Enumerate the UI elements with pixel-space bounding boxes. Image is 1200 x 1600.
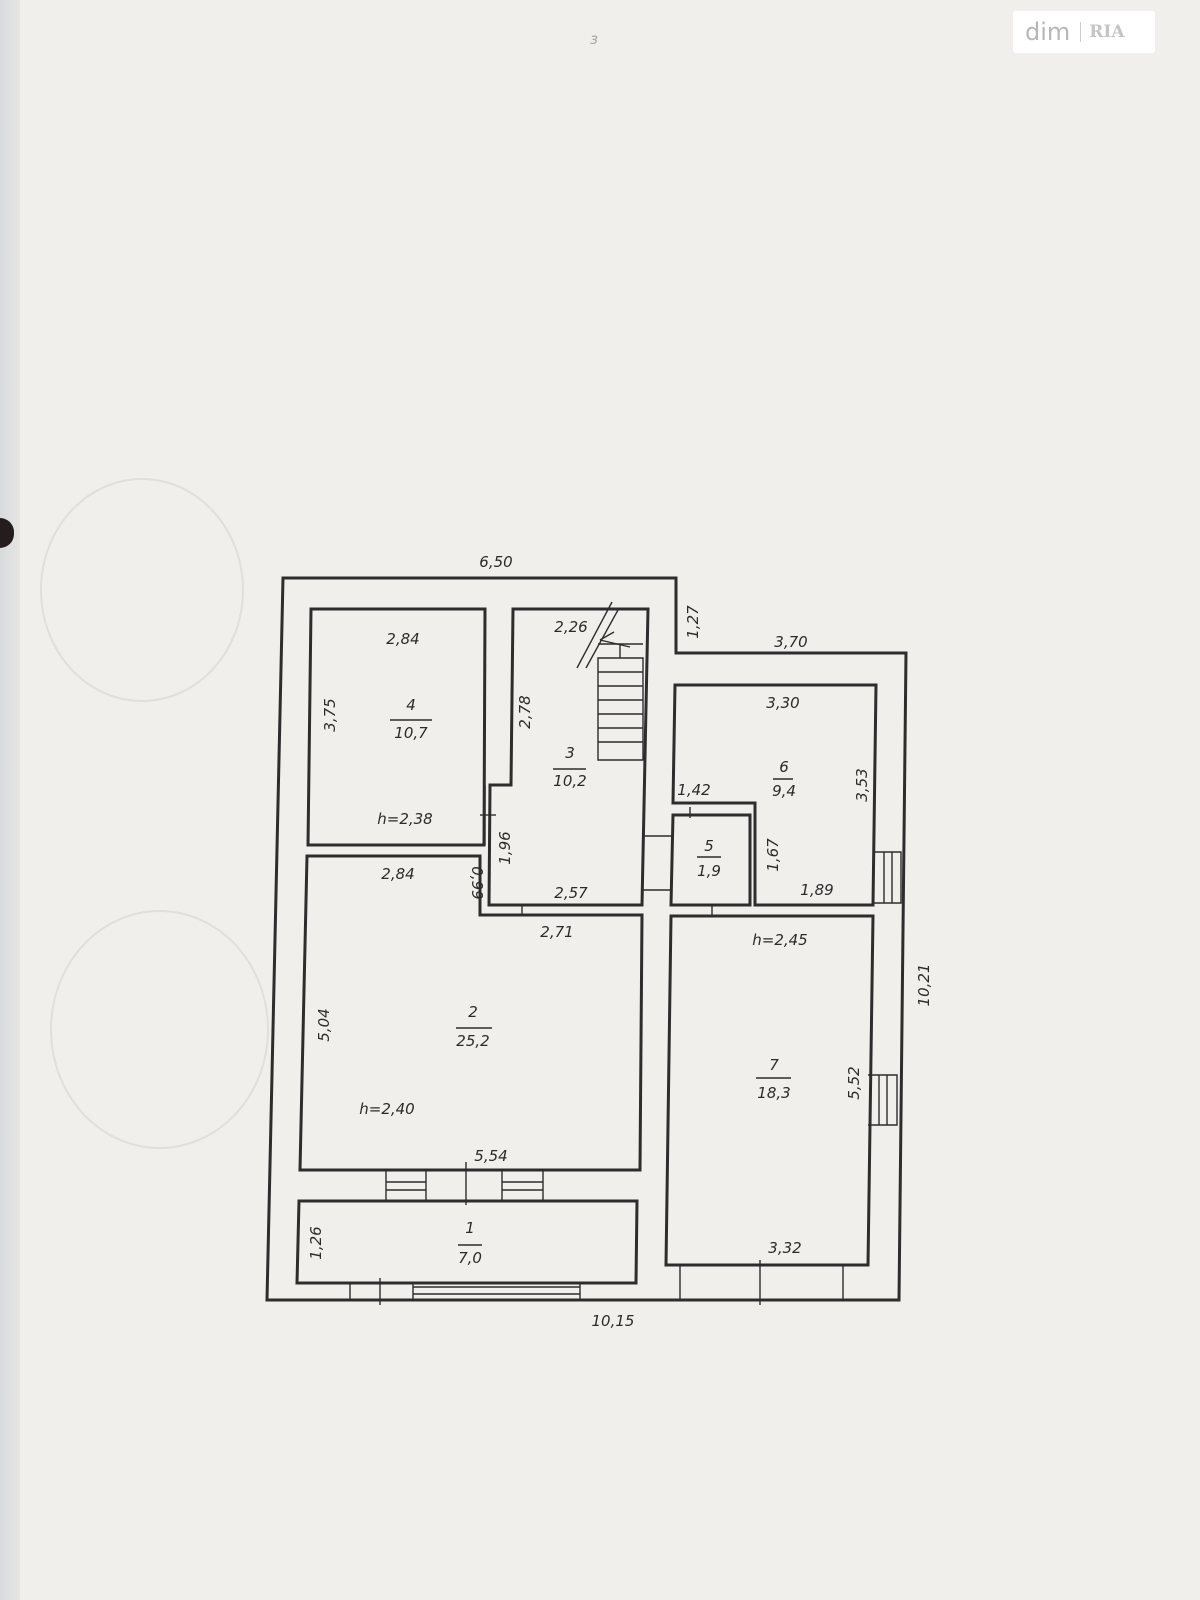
room-4-number: 4 <box>406 696 416 714</box>
dim-r4-width: 2,84 <box>386 630 419 648</box>
staircase-icon <box>576 601 644 761</box>
punch-hole <box>0 518 14 548</box>
dim-r6-bottom: 1,89 <box>800 881 833 899</box>
dim-r3-bottom: 2,57 <box>554 884 588 902</box>
room-5-area: 1,9 <box>697 862 721 880</box>
room-4-height: h=2,38 <box>377 810 432 828</box>
dim-right-total: 10,21 <box>915 964 933 1007</box>
dim-r2-top-right: 2,71 <box>540 923 573 941</box>
room-1-area: 7,0 <box>458 1249 482 1267</box>
room-2-number: 2 <box>468 1003 478 1021</box>
watermark-dim-text: dim <box>1025 18 1071 46</box>
room-6-number: 6 <box>779 758 789 776</box>
room-6-outline <box>671 683 878 907</box>
dim-r7-height: 5,52 <box>845 1066 863 1099</box>
dim-r5-height: 1,67 <box>764 838 782 872</box>
door-marks <box>480 785 713 916</box>
dim-r6-width: 3,30 <box>766 694 799 712</box>
dim-r2-top: 2,84 <box>381 865 414 883</box>
document-sheet <box>20 0 1200 1600</box>
room-1-outline <box>295 1199 639 1285</box>
dim-r5-width: 1,42 <box>677 781 710 799</box>
dim-r3-top: 2,26 <box>554 618 587 636</box>
room-5-number: 5 <box>704 837 714 855</box>
room-3-area: 10,2 <box>553 772 586 790</box>
window-marks <box>349 851 902 1305</box>
outer-wall <box>265 576 908 1302</box>
binding-strip <box>0 0 20 1600</box>
room-4-area: 10,7 <box>394 724 428 742</box>
room-3-outline <box>487 607 650 907</box>
room-4-outline <box>306 607 487 847</box>
room-3-number: 3 <box>565 744 575 762</box>
faint-page-mark: з <box>590 30 598 48</box>
dimria-watermark-logo: dim RIA <box>1013 11 1155 53</box>
room-2-area: 25,2 <box>456 1032 489 1050</box>
faded-stamp <box>40 478 244 702</box>
room-7-number: 7 <box>769 1056 779 1074</box>
room-1-number: 1 <box>465 1219 475 1237</box>
faded-stamp-lower <box>50 910 269 1149</box>
dim-r6-height: 3,53 <box>853 768 871 801</box>
room-7-height: h=2,45 <box>752 931 807 949</box>
dim-r1-height: 1,26 <box>307 1226 325 1259</box>
dim-r4-height: 3,75 <box>321 698 339 731</box>
room-fraction-lines <box>390 719 793 1246</box>
dim-r2-small: 0,99 <box>468 866 486 899</box>
dim-r2-height: 5,04 <box>315 1008 333 1041</box>
dim-r3-lower: 1,96 <box>496 831 514 864</box>
dim-top-total: 6,50 <box>479 553 512 571</box>
dim-r3-side: 2,78 <box>516 695 534 728</box>
dim-r2-bottom: 5,54 <box>474 1147 507 1165</box>
dim-bottom-total: 10,15 <box>592 1312 635 1330</box>
room-5-outline <box>669 813 752 907</box>
room-7-area: 18,3 <box>757 1084 790 1102</box>
room-2-height: h=2,40 <box>359 1100 414 1118</box>
watermark-ria-text: RIA <box>1080 22 1125 42</box>
dim-right-top: 3,70 <box>774 633 807 651</box>
dim-r7-bottom: 3,32 <box>768 1239 801 1257</box>
room-2-outline <box>298 854 644 1172</box>
room-7-outline <box>664 914 875 1267</box>
dim-step-side: 1,27 <box>684 605 702 639</box>
room-6-area: 9,4 <box>772 782 796 800</box>
